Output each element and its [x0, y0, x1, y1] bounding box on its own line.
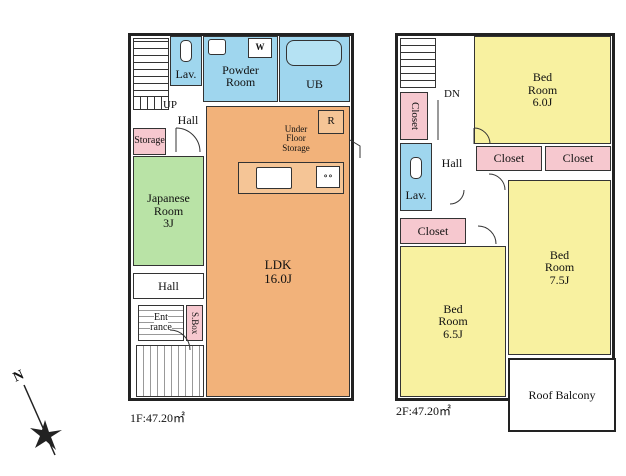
- kitchen-sink: [256, 167, 292, 189]
- roof-balcony: Roof Balcony: [508, 358, 616, 432]
- bathtub-icon: [286, 40, 342, 66]
- bedroom-6-0: Bed Room 6.0J: [474, 36, 611, 144]
- closet-lower: Closet: [400, 218, 466, 244]
- bedroom-7-5-label-3: 7.5J: [549, 272, 570, 287]
- bedroom-6-0-label-3: 6.0J: [532, 95, 553, 110]
- underfloor-storage: Under Floor Storage: [276, 122, 316, 156]
- powder-room-label-1: Powder: [222, 62, 259, 77]
- lavatory-label: Lav.: [175, 67, 197, 82]
- underfloor-label-2: Floor: [286, 133, 306, 144]
- toilet-icon-2f: [410, 157, 422, 180]
- refrigerator-label: R: [327, 115, 335, 128]
- japanese-room-label-2: Room: [153, 203, 184, 218]
- hall-upper-label: Hall: [177, 112, 199, 127]
- bedroom-7-5: Bed Room 7.5J: [508, 180, 611, 355]
- floor-1-area: 1F:47.20㎡: [130, 411, 186, 425]
- unit-bath-label: UB: [306, 77, 323, 92]
- stove-icon: ∘∘: [316, 166, 340, 188]
- dn-label: DN: [444, 88, 460, 101]
- underfloor-label-1: Under: [284, 123, 308, 134]
- lavatory-2f: Lav.: [400, 143, 432, 211]
- bedroom-6-5-label-3: 6.5J: [443, 326, 463, 341]
- closet-mid-1-label: Closet: [493, 151, 525, 166]
- storage-1f: Storage: [133, 128, 166, 155]
- hall-lower-label: Hall: [158, 278, 179, 293]
- hall-2f-label: Hall: [441, 155, 463, 170]
- bedroom-6-0-label-2: Room: [527, 82, 558, 97]
- lavatory-2f-label: Lav.: [405, 188, 427, 203]
- underfloor-label-3: Storage: [282, 142, 310, 153]
- bedroom-6-5: Bed Room 6.5J: [400, 246, 506, 397]
- floor-2-area: 2F:47.20㎡: [396, 404, 452, 418]
- washer-box: W: [248, 38, 272, 58]
- bedroom-7-5-label-1: Bed: [549, 247, 570, 262]
- powder-room: Powder Room: [203, 36, 278, 102]
- closet-lower-label: Closet: [417, 223, 449, 238]
- stairs-2f: [400, 38, 436, 88]
- ldk-label-1: LDK: [264, 256, 292, 272]
- refrigerator-box: R: [318, 110, 344, 134]
- closet-mid-1: Closet: [476, 146, 542, 171]
- japanese-room: Japanese Room 3J: [133, 156, 204, 266]
- toilet-icon: [180, 40, 192, 63]
- storage-label: Storage: [134, 135, 165, 147]
- hall-lower-1f: Hall: [133, 273, 204, 299]
- closet-vertical-label: Closet: [408, 101, 421, 131]
- entrance-label-2: rance: [150, 322, 172, 334]
- porch: [136, 345, 204, 397]
- shoe-box: S.Box: [186, 305, 203, 341]
- japanese-room-label-1: Japanese: [147, 191, 190, 206]
- bedroom-6-0-label-1: Bed: [532, 70, 553, 85]
- ldk-label-2: 16.0J: [264, 270, 292, 286]
- lavatory-1f: Lav.: [170, 36, 202, 86]
- up-label: UP: [162, 99, 178, 112]
- ldk: LDK 16.0J: [206, 106, 350, 397]
- closet-mid-2-label: Closet: [562, 151, 594, 166]
- floor-1-outline: [128, 33, 354, 401]
- sink-icon: [208, 39, 226, 55]
- floor-2-outline: [395, 33, 615, 401]
- bedroom-6-5-label-1: Bed: [443, 301, 463, 316]
- washer-label: W: [255, 42, 265, 53]
- closet-vertical: Closet: [400, 92, 428, 140]
- shoe-box-label: S.Box: [190, 311, 201, 335]
- entrance-label-1: Ent: [154, 311, 168, 323]
- bedroom-7-5-label-2: Room: [544, 260, 575, 275]
- japanese-room-label-3: 3J: [163, 216, 174, 231]
- stairs-1f-bottom: [133, 96, 169, 110]
- entrance: Ent rance: [138, 305, 184, 341]
- bedroom-6-5-label-2: Room: [438, 314, 468, 329]
- closet-mid-2: Closet: [545, 146, 611, 171]
- roof-balcony-label: Roof Balcony: [528, 387, 596, 402]
- powder-room-label-2: Room: [225, 75, 256, 90]
